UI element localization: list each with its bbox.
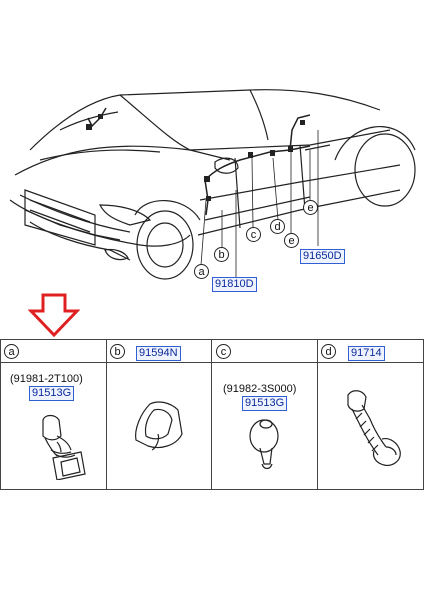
grommet-d-illustration (347, 390, 401, 466)
grommet-c-illustration (249, 419, 279, 470)
callout-b: b (214, 247, 229, 262)
callout-c: c (246, 227, 261, 242)
cell-c-code: (91982-3S000) (223, 383, 297, 395)
callout-e-upper: e (303, 200, 318, 215)
cell-b-part-number: 91594N (136, 346, 181, 361)
cell-a-code: (91981-2T100) (10, 373, 83, 385)
grommet-b-illustration (135, 401, 183, 451)
cell-b-letter: b (110, 344, 125, 359)
cell-d-part-number: 91714 (348, 346, 385, 361)
car-overview-illustration (9, 89, 416, 280)
overview-part-label-91650d: 91650D (300, 249, 345, 264)
callout-a: a (194, 264, 209, 279)
down-arrow-icon (28, 293, 80, 337)
callout-e-lower: e (284, 233, 299, 248)
grommet-a-illustration (42, 414, 86, 480)
cell-c-part-number: 91513G (242, 396, 288, 411)
overview-part-label-91810d: 91810D (212, 277, 257, 292)
cell-a-part-number: 91513G (29, 386, 75, 401)
cell-a-letter: a (4, 344, 19, 359)
cell-d-letter: d (321, 344, 336, 359)
cell-c-letter: c (216, 344, 231, 359)
callout-d: d (270, 219, 285, 234)
